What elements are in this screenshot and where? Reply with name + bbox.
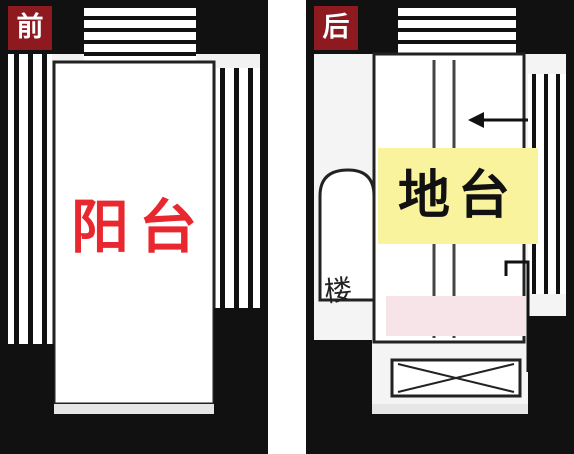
- before-plan-drawing: [0, 0, 268, 454]
- arrow-left-icon: [468, 112, 528, 128]
- before-tag: 前: [8, 6, 52, 50]
- threshold: [372, 404, 528, 414]
- left-wall-strip: [314, 54, 328, 174]
- platform-label: 地台: [378, 148, 538, 244]
- top-window: [84, 8, 196, 62]
- step-area: [386, 296, 526, 336]
- before-floor-plan: 前 阳台: [0, 0, 268, 454]
- balcony-room: [52, 60, 216, 406]
- threshold: [54, 404, 214, 414]
- storage-box: [390, 358, 522, 398]
- after-tag: 后: [314, 6, 358, 50]
- handwritten-note: 楼: [322, 272, 354, 309]
- after-floor-plan: 后 地台 楼: [306, 0, 574, 454]
- right-window: [216, 68, 260, 308]
- curved-cabinet: [318, 168, 376, 302]
- balcony-label: 阳台: [70, 193, 207, 261]
- left-window: [8, 54, 52, 344]
